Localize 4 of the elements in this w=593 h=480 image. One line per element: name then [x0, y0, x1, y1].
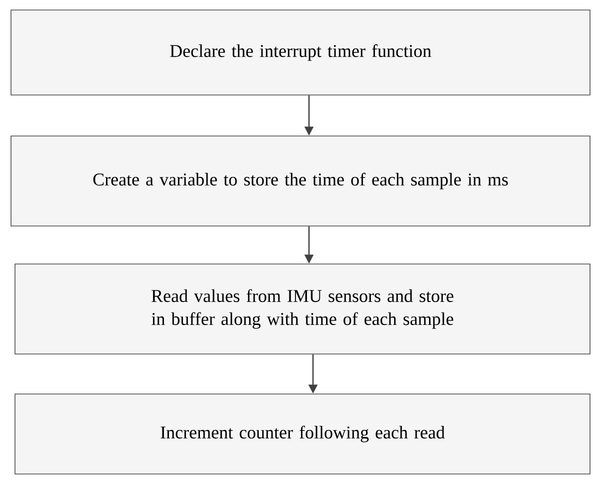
process-box: Read values from IMU sensors and store in buffer along with time of each sample [14, 264, 590, 354]
process-box: Increment counter following each read [14, 394, 590, 474]
process-box: Create a variable to store the time of each sample in ms [10, 136, 590, 226]
process-box: Declare the interrupt timer function [10, 10, 590, 96]
